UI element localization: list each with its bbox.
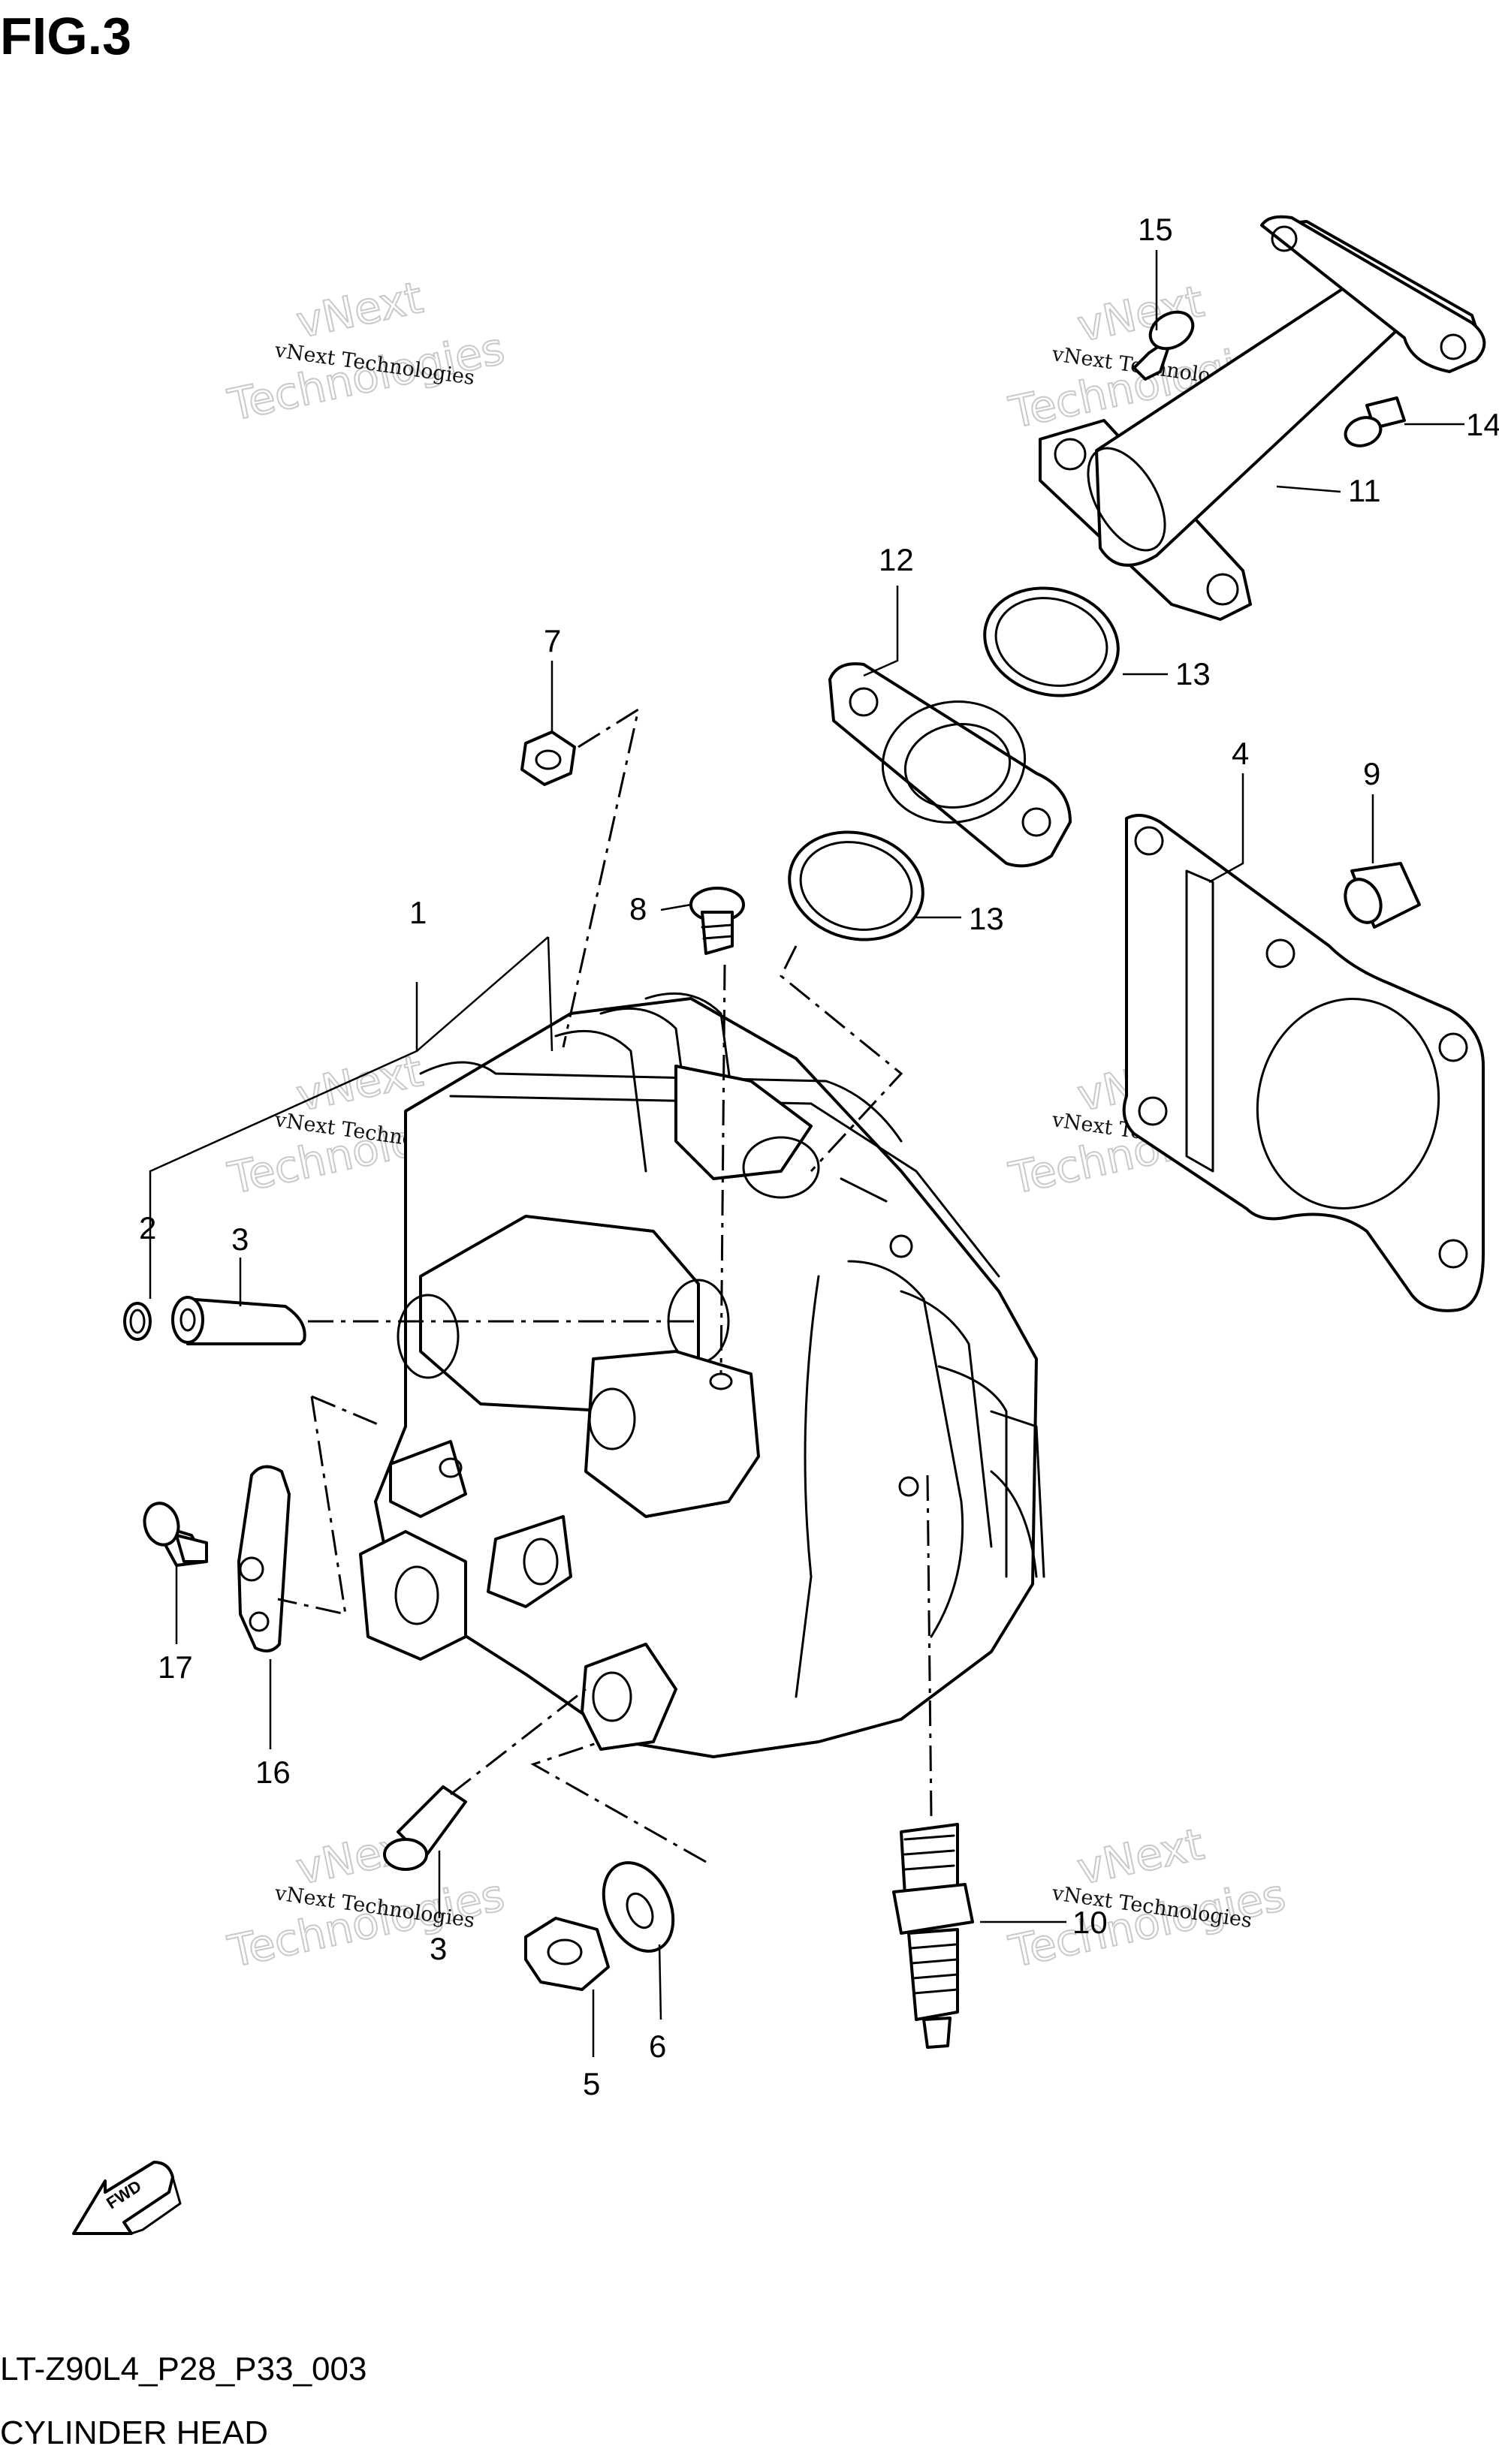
callout-3-lower: 3 (430, 1931, 447, 1966)
fwd-arrow-icon: FWD (72, 2161, 182, 2235)
watermark-bottom-right: Technologies vNext vNext Technologies (1004, 1818, 1291, 1978)
watermark-bottom-left: Technologies vNext vNext Technologies (223, 1818, 510, 1978)
watermark-top-left: Technologies vNext vNext Technologies (223, 271, 510, 432)
callout-1: 1 (409, 895, 427, 930)
diagram-code: LT-Z90L4_P28_P33_003 (0, 2351, 366, 2387)
part-15-bolt (1133, 310, 1195, 381)
part-5-nut (524, 1917, 610, 1991)
watermark-big-text: vNext (292, 272, 427, 348)
part-16-plate (237, 1465, 291, 1652)
callout-10: 10 (1072, 1905, 1108, 1940)
part-11-intake-pipe (1039, 215, 1486, 621)
callout-16: 16 (255, 1755, 291, 1790)
callout-17: 17 (158, 1649, 193, 1685)
part-13-o-ring-lower (788, 830, 924, 941)
part-3-rocker-shaft-lower (383, 1785, 467, 1871)
part-9-dowel-pin (1344, 862, 1421, 929)
part-12-insulator (828, 662, 1072, 868)
callout-8: 8 (629, 891, 647, 926)
callout-2: 2 (139, 1210, 156, 1246)
callout-15: 15 (1138, 212, 1173, 247)
callout-11: 11 (1348, 473, 1381, 508)
part-6-washer (602, 1861, 675, 1953)
watermark-big-text: vNext (1073, 1818, 1208, 1895)
part-17-bolt (143, 1502, 208, 1567)
callout-4: 4 (1232, 736, 1249, 771)
callout-7: 7 (544, 623, 561, 658)
leader-lines (149, 250, 1464, 2057)
callout-13-upper: 13 (1175, 656, 1211, 691)
diagram-title: CYLINDER HEAD (0, 2414, 268, 2451)
part-4-head-gasket (1122, 814, 1485, 1312)
figure-label: FIG.3 (0, 7, 131, 65)
callout-5: 5 (583, 2066, 600, 2101)
part-13-o-ring-upper (983, 586, 1120, 697)
callout-12: 12 (879, 542, 914, 577)
part-3-rocker-shaft-upper (171, 1296, 306, 1345)
callout-13-lower: 13 (969, 901, 1004, 936)
assembly-lines (277, 706, 933, 1863)
callout-3-upper: 3 (231, 1221, 249, 1257)
callout-14: 14 (1466, 407, 1499, 442)
part-10-spark-plug (892, 1823, 974, 2049)
part-8-bolt (689, 887, 745, 955)
part-7-nut (520, 730, 576, 786)
part-2-circlip (123, 1302, 152, 1341)
callout-9: 9 (1363, 756, 1380, 791)
part-14-bolt (1344, 396, 1406, 447)
part-1-cylinder-head (359, 992, 1045, 1758)
callout-6: 6 (649, 2029, 666, 2064)
